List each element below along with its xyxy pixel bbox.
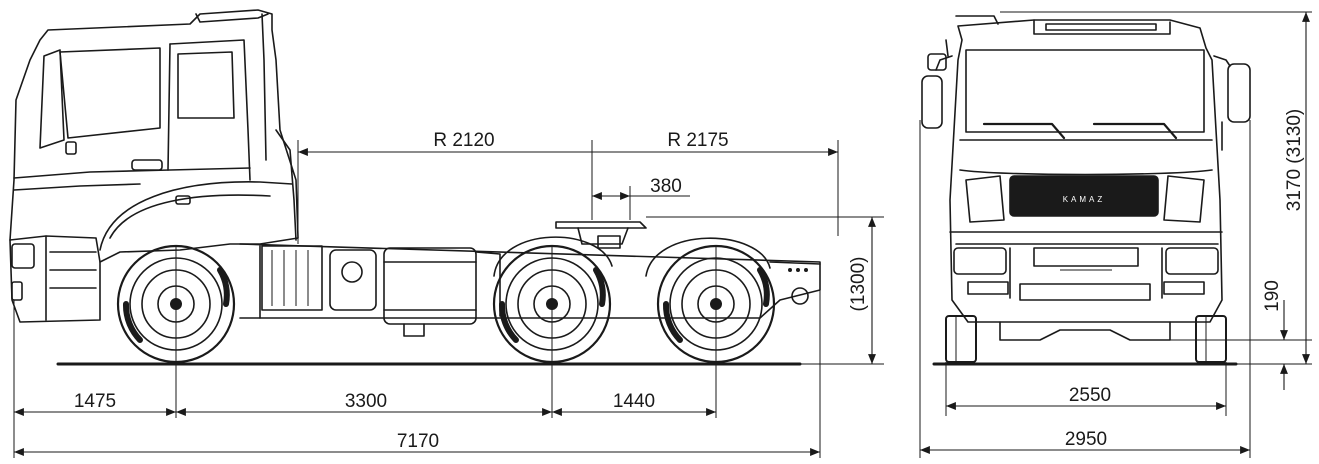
label-track-width: 2550 [1069,385,1111,406]
label-fifth-wheel-height: (1300) [848,257,869,312]
label-wheelbase-rear: 1440 [613,391,655,412]
extension-lines-front [919,11,1312,458]
label-radius-rear: R 2175 [667,130,728,151]
label-wheelbase-front: 3300 [345,391,387,412]
front-view: KAMAZ [919,11,1312,458]
front-axle [945,315,1227,363]
cab-side [9,9,299,323]
extension-lines-side [13,140,884,458]
grille [1009,175,1159,217]
label-overall-width: 2950 [1065,429,1107,450]
label-ground-clearance: 190 [1262,280,1283,312]
label-fifth-wheel-offset: 380 [650,176,682,197]
grille-logo-text: KAMAZ [1063,195,1106,204]
fenders-side [493,236,771,277]
cab-front: KAMAZ [921,15,1251,323]
side-view: 1475 3300 1440 7170 R 2120 R 2175 380 (1… [9,9,884,458]
label-overall-length: 7170 [397,431,439,452]
label-overall-height: 3170 (3130) [1284,109,1305,211]
label-front-overhang: 1475 [74,391,116,412]
label-radius-front: R 2120 [433,130,494,151]
